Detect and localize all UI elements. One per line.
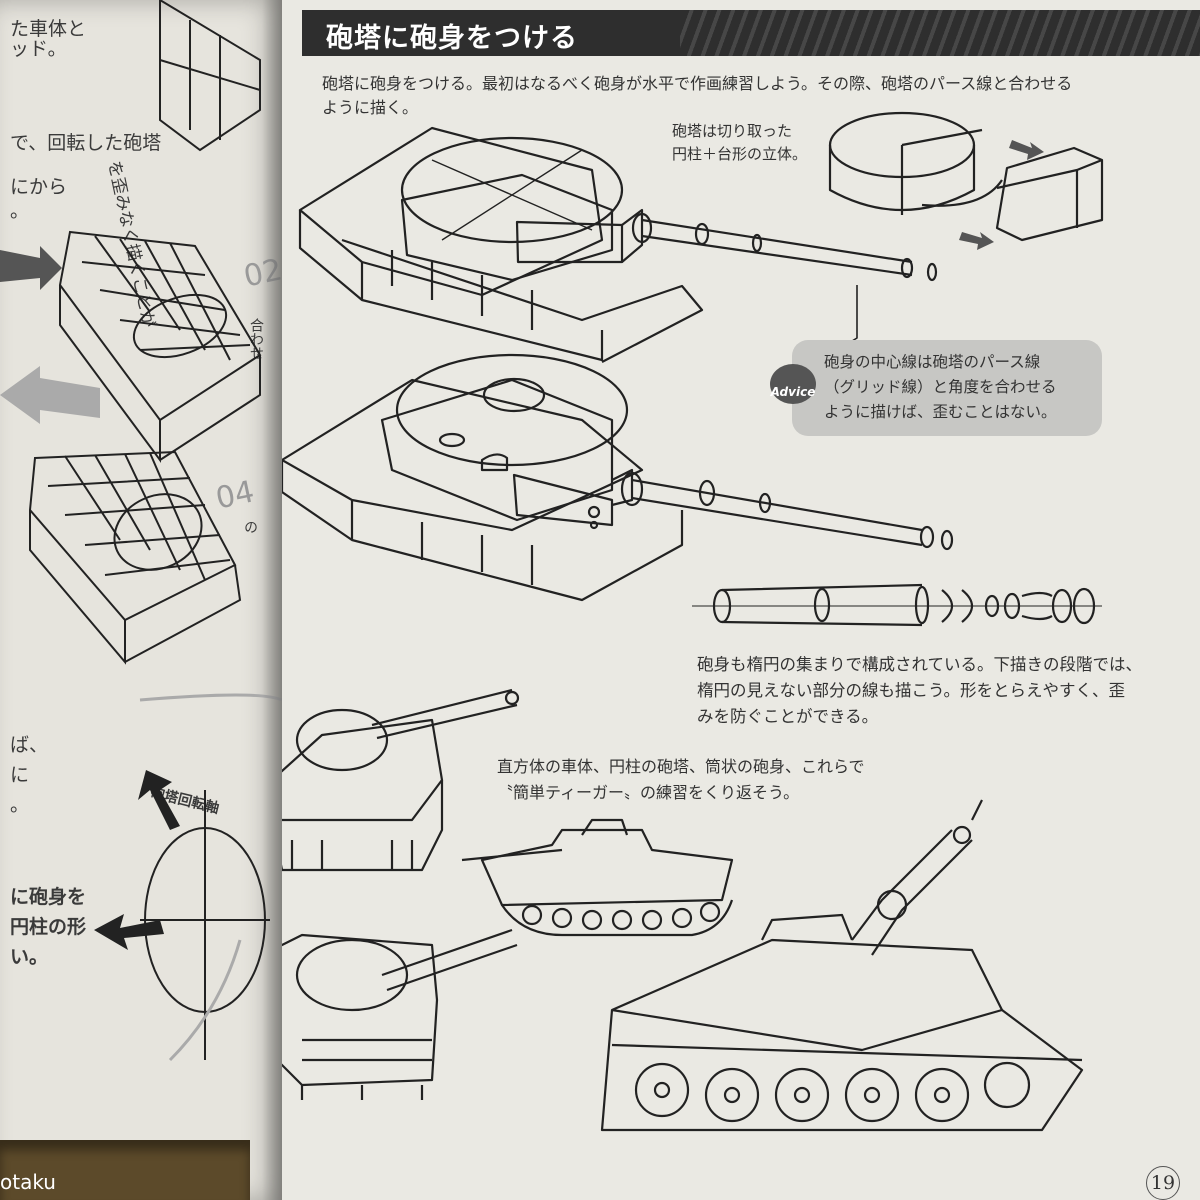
left-text-line: 。	[10, 794, 30, 816]
left-text-line: に砲身を	[10, 886, 87, 908]
intro-line: ように描く。	[322, 98, 419, 117]
header-stripes	[680, 10, 1200, 56]
tank-illustrations	[282, 111, 1104, 1132]
summary-line: 〝簡単ティーガー〟の練習をくり返そう。	[497, 783, 800, 802]
turret-note: 砲塔は切り取った 円柱＋台形の立体。	[672, 120, 807, 166]
barrel-line: 楕円の見えない部分の線も描こう。形をとらえやすく、歪	[697, 681, 1126, 700]
left-text-line: ば、	[10, 734, 49, 756]
right-page: 砲塔に砲身をつける 砲塔に砲身をつける。最初はなるべく砲身が水平で作画練習しよう…	[282, 0, 1200, 1200]
page-number: 19	[1146, 1166, 1180, 1200]
left-text-line: ッド。	[10, 38, 67, 60]
page-title: 砲塔に砲身をつける	[326, 23, 578, 54]
turret-note-line: 円柱＋台形の立体。	[672, 145, 808, 163]
turret-note-line: 砲塔は切り取った	[672, 122, 793, 140]
left-text-line: た車体と	[10, 18, 87, 40]
barrel-line: 砲身も楕円の集まりで構成されている。下描きの段階では、	[697, 655, 1143, 674]
barrel-paragraph: 砲身も楕円の集まりで構成されている。下描きの段階では、 楕円の見えない部分の線も…	[697, 652, 1142, 730]
intro-paragraph: 砲塔に砲身をつける。最初はなるべく砲身が水平で作画練習しよう。その際、砲塔のパー…	[322, 72, 1072, 120]
side-note: 合わせ	[248, 318, 264, 360]
advice-text: 砲身の中心線は砲塔のパース線 （グリッド線）と角度を合わせる ように描けば、歪む…	[824, 350, 1057, 425]
side-note: の	[242, 520, 258, 534]
left-text-line: 円柱の形	[10, 916, 87, 938]
left-text-line: い。	[10, 946, 49, 968]
barrel-line: みを防ぐことができる。	[697, 707, 879, 726]
left-grid-illustrations	[0, 0, 282, 1062]
intro-line: 砲塔に砲身をつける。最初はなるべく砲身が水平で作画練習しよう。その際、砲塔のパー…	[322, 74, 1073, 93]
advice-callout: Advice 砲身の中心線は砲塔のパース線 （グリッド線）と角度を合わせる よう…	[770, 340, 1102, 436]
advice-line: （グリッド線）と角度を合わせる	[824, 378, 1057, 396]
section-header: 砲塔に砲身をつける	[302, 10, 1200, 56]
left-text-line: に	[10, 764, 30, 786]
advice-line: ように描けば、歪むことはない。	[824, 403, 1057, 421]
advice-line: 砲身の中心線は砲塔のパース線	[824, 353, 1041, 371]
summary-line: 直方体の車体、円柱の砲塔、筒状の砲身、これらで	[497, 757, 865, 776]
left-text-line: で、回転した砲塔	[10, 132, 162, 154]
left-text-line: 。	[10, 200, 30, 222]
left-page: た車体と ッド。 で、回転した砲塔 を歪みなく描くことが にから 。 ば、 に …	[0, 0, 282, 1200]
summary-paragraph: 直方体の車体、円柱の砲塔、筒状の砲身、これらで 〝簡単ティーガー〟の練習をくり返…	[497, 754, 865, 806]
left-text-line: にから	[10, 176, 68, 198]
advice-badge-icon: Advice	[770, 364, 816, 404]
brand-watermark: otaku	[0, 1170, 56, 1194]
book-spine-footer	[0, 1140, 250, 1200]
